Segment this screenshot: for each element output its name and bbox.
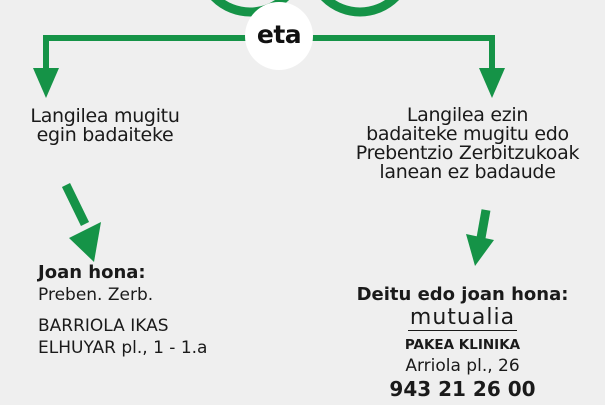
split-line-right	[312, 35, 495, 70]
left-diagonal-shaft	[61, 183, 90, 226]
left-destination-service: Preben. Zerb.	[38, 285, 154, 305]
right-condition-text: Langilea ezin badaiteke mugitu edo Prebe…	[330, 106, 605, 182]
right-diagonal-shaft	[476, 209, 491, 239]
right-condition-line: lanean ez badaude	[379, 161, 556, 183]
left-condition-text: Langilea mugitu egin badaiteke	[0, 107, 210, 145]
left-destination-place: BARRIOLA IKAS	[38, 316, 169, 336]
split-line-left	[43, 35, 250, 70]
arrow-head-right	[479, 68, 505, 98]
left-condition-line: Langilea mugitu	[30, 105, 180, 127]
right-destination-address: Arriola pl., 26	[405, 356, 520, 376]
right-condition-line: Langilea ezin	[406, 104, 529, 126]
right-destination-phone: 943 21 26 00	[389, 377, 536, 401]
right-destination-clinic: PAKEA KLINIKA	[404, 337, 521, 353]
left-destination-block: Joan hona: Preben. Zerb. BARRIOLA IKAS E…	[38, 262, 207, 359]
arrow-head-left	[33, 68, 59, 98]
mutualia-logo: mutualia	[407, 305, 518, 331]
right-destination-heading: Deitu edo joan hona:	[356, 284, 569, 305]
top-left-circle	[210, 0, 290, 17]
left-destination-address: ELHUYAR pl., 1 - 1.a	[38, 338, 208, 358]
eta-badge	[245, 2, 313, 70]
left-condition-line: egin badaiteke	[36, 124, 174, 146]
right-condition-line: badaiteke mugitu edo	[366, 123, 569, 145]
left-diagonal-head	[69, 222, 101, 262]
top-right-circle	[320, 0, 400, 17]
right-destination-block: Deitu edo joan hona: mutualia PAKEA KLIN…	[320, 284, 605, 401]
connector-label: eta	[256, 20, 302, 49]
right-diagonal-head	[466, 234, 494, 266]
left-destination-heading: Joan hona:	[38, 262, 146, 283]
right-condition-line: Prebentzio Zerbitzukoak	[355, 142, 580, 164]
